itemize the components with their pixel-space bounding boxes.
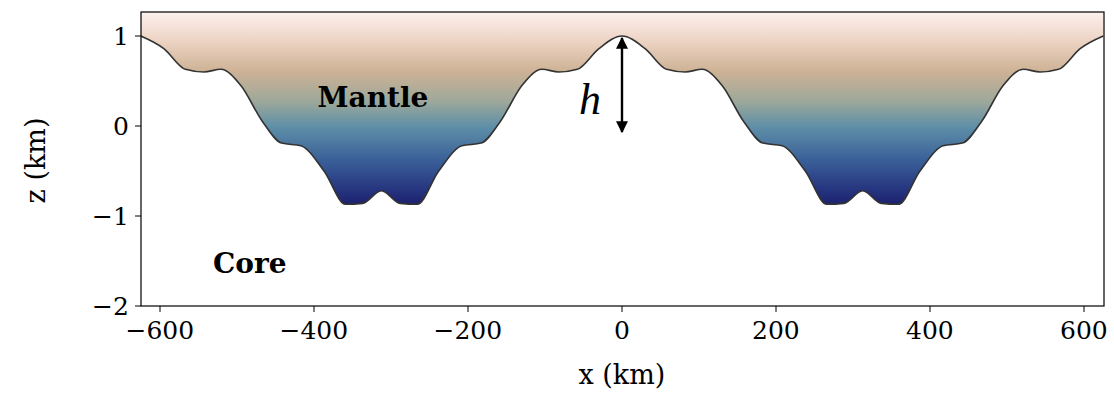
tick-label: 0 bbox=[113, 114, 129, 139]
x-tick bbox=[930, 306, 931, 312]
tick-label: 400 bbox=[906, 318, 954, 343]
x-tick bbox=[622, 306, 623, 312]
tick-label: −400 bbox=[280, 318, 349, 343]
core-mantle-boundary bbox=[141, 36, 1103, 204]
mantle-region bbox=[141, 12, 1103, 204]
axes-frame bbox=[141, 12, 1104, 306]
tick-label: −2 bbox=[92, 294, 129, 319]
region-label: Mantle bbox=[318, 84, 429, 112]
x-tick bbox=[1084, 306, 1085, 312]
z-tick bbox=[135, 306, 141, 307]
x-tick bbox=[314, 306, 315, 312]
z-tick bbox=[135, 36, 141, 37]
z-tick bbox=[135, 126, 141, 127]
region-label: Core bbox=[213, 250, 287, 278]
tick-label: 1 bbox=[113, 24, 129, 49]
height-arrow bbox=[621, 38, 623, 132]
tick-label: −1 bbox=[92, 204, 129, 229]
height-label: h bbox=[579, 78, 601, 122]
axis-label: x (km) bbox=[579, 361, 666, 388]
x-tick bbox=[776, 306, 777, 312]
tick-label: 600 bbox=[1060, 318, 1108, 343]
tick-label: 0 bbox=[614, 318, 630, 343]
x-tick bbox=[160, 306, 161, 312]
tick-label: 200 bbox=[752, 318, 800, 343]
tick-label: −600 bbox=[126, 318, 195, 343]
tick-label: −200 bbox=[434, 318, 503, 343]
axis-label: z (km) bbox=[22, 117, 49, 203]
x-tick bbox=[468, 306, 469, 312]
z-tick bbox=[135, 216, 141, 217]
